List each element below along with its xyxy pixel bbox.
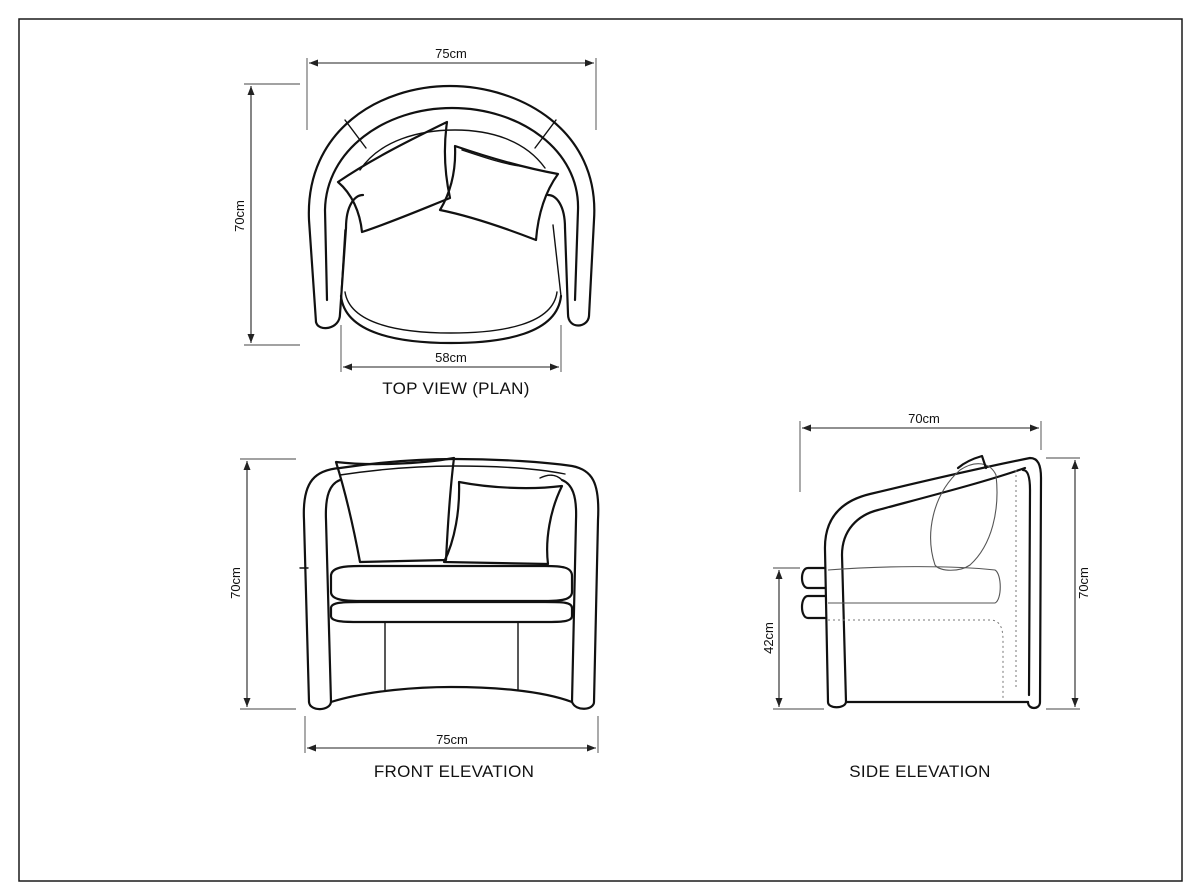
top-view-title: TOP VIEW (PLAN) <box>382 379 529 398</box>
side-seat-height-label: 42cm <box>761 622 776 654</box>
top-width-dimension: 75cm <box>306 46 597 130</box>
top-seat-dimension: 58cm <box>340 325 562 372</box>
top-width-label: 75cm <box>435 46 467 61</box>
top-seat-label: 58cm <box>435 350 467 365</box>
top-depth-label: 70cm <box>232 200 247 232</box>
side-height-dimension: 70cm <box>1046 457 1091 710</box>
front-width-dimension: 75cm <box>304 716 599 753</box>
front-height-label: 70cm <box>228 567 243 599</box>
front-elevation-title: FRONT ELEVATION <box>374 762 534 781</box>
front-width-label: 75cm <box>436 732 468 747</box>
side-elevation: 70cm 70cm 42cm SIDE ELEVATION <box>761 411 1091 781</box>
side-depth-dimension: 70cm <box>799 411 1042 492</box>
top-depth-dimension: 70cm <box>232 83 300 346</box>
side-seat-height-dimension: 42cm <box>761 567 824 710</box>
drawing-border <box>18 18 1183 882</box>
front-height-dimension: 70cm <box>228 458 296 710</box>
top-view-chair-outline <box>307 84 596 345</box>
front-elevation: 70cm 75cm FRONT ELEVATION <box>228 456 600 781</box>
top-view: 75cm 70cm 58cm TOP VIEW (PLAN) <box>232 46 597 398</box>
side-height-label: 70cm <box>1076 567 1091 599</box>
side-elevation-title: SIDE ELEVATION <box>849 762 991 781</box>
side-chair-outline <box>800 454 1043 710</box>
side-depth-label: 70cm <box>908 411 940 426</box>
front-chair-outline <box>299 456 600 711</box>
